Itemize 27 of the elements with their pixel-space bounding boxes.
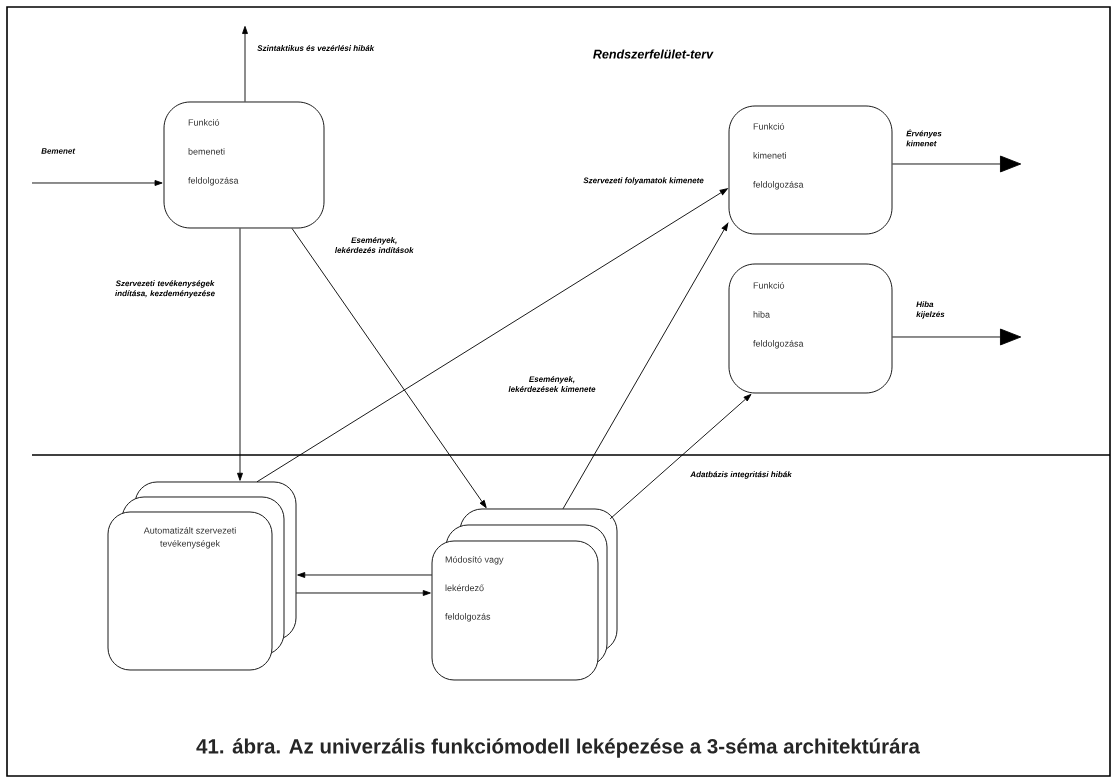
- arrow: [562, 222, 729, 510]
- edge-label: Szervezeti tevékenységek indítása, kezdeményezése: [115, 280, 215, 298]
- stacked-process-box: Módosító vagy lekérdező feldolgozás: [431, 508, 618, 681]
- edge-label: Események, lekérdezések kimenete: [508, 376, 596, 392]
- process-box: Funkció hiba feldolgozása: [728, 263, 893, 394]
- arrow: [297, 572, 433, 578]
- arrow: [609, 393, 752, 520]
- edge-label: Szervezeti folyamatok kimenete: [583, 177, 704, 185]
- arrow: [295, 590, 431, 596]
- arrow: [256, 188, 728, 483]
- edge-label: Adatbázis integritási hibák: [690, 471, 792, 479]
- process-box: Funkció kimeneti feldolgozása: [728, 105, 893, 235]
- stacked-process-box: Automatizált szervezeti tevékenységek: [107, 481, 297, 671]
- title: Rendszerfelület-terv: [593, 49, 714, 59]
- arrow: [892, 328, 1022, 346]
- caption: 41. ábra. Az univerzális funkciómodell leképezése a 3-séma architektúrára: [196, 738, 920, 758]
- edge-label: Események, lekérdezés indítások: [335, 237, 414, 253]
- edge-label: Érvényes kimenet: [906, 129, 942, 147]
- arrow: [237, 228, 243, 481]
- arrow: [291, 228, 487, 509]
- arrow: [31, 180, 163, 186]
- edge-label: Szintaktikus és vezérlési hibák: [257, 45, 375, 51]
- edge-label: Hiba kijelzés: [916, 301, 945, 319]
- arrow: [892, 155, 1022, 173]
- process-box: Funkció bemeneti feldolgozása: [163, 101, 325, 229]
- arrow: [242, 25, 248, 102]
- edge-label: Bemenet: [41, 148, 76, 154]
